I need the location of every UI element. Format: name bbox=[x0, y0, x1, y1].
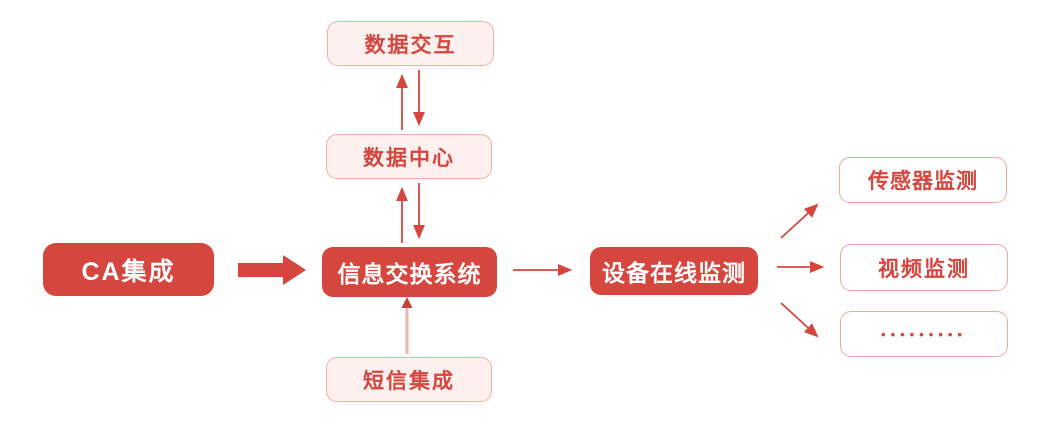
node-info-exchange-system[interactable]: 信息交换系统 bbox=[322, 247, 497, 297]
sms-up-arrow bbox=[401, 297, 413, 354]
node-sms-integration[interactable]: 短信集成 bbox=[326, 357, 492, 402]
node-video-monitoring[interactable]: 视频监测 bbox=[840, 244, 1008, 291]
bidirectional-arrow-middle bbox=[395, 183, 426, 243]
block-arrow bbox=[238, 255, 306, 285]
node-more-ellipsis[interactable]: ••••••••• bbox=[840, 311, 1008, 357]
device-fanout-arrows bbox=[777, 203, 825, 338]
node-sensor-monitoring[interactable]: 传感器监测 bbox=[839, 157, 1007, 203]
bidirectional-arrow-top bbox=[395, 70, 426, 130]
node-data-center[interactable]: 数据中心 bbox=[326, 134, 492, 179]
node-data-interaction[interactable]: 数据交互 bbox=[327, 21, 494, 66]
node-ca-integration[interactable]: CA集成 bbox=[43, 243, 214, 296]
node-device-online-monitoring[interactable]: 设备在线监测 bbox=[590, 247, 758, 295]
